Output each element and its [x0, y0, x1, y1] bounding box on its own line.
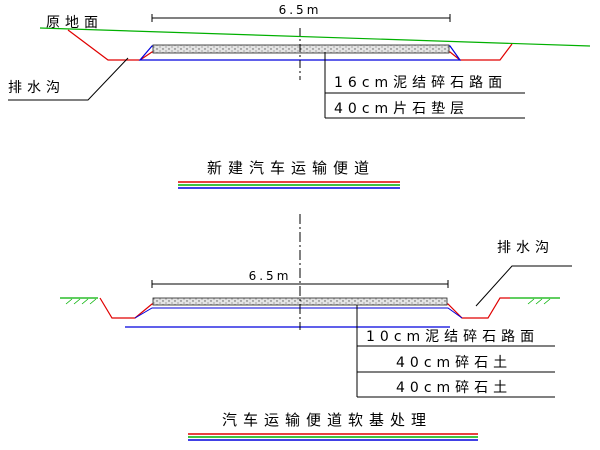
ground-hatch-2	[65, 298, 551, 305]
layer-label-surface-1: 16cm泥结碎石路面	[334, 75, 507, 91]
layer-label-gravel-soil-1: 40cm碎石土	[396, 355, 512, 371]
ditch-label-1: 排水沟	[8, 80, 65, 96]
diagram-1-new-road-section: 6.5m 原地面 排水沟 16cm泥结碎石路面 40cm片石垫层 新建汽车运输便…	[8, 3, 591, 189]
layer-label-surface-2: 10cm泥结碎石路面	[366, 329, 539, 345]
diagram-2-soft-foundation-section: 6.5m 排水沟 10cm泥结碎石路面 40cm碎石土 40cm碎石土 汽车运输…	[60, 214, 572, 441]
stone-base-layer-1	[138, 45, 462, 61]
ground-label: 原地面	[46, 15, 103, 31]
road-surface-layer-1	[152, 44, 450, 54]
ditch-label-2: 排水沟	[497, 240, 554, 256]
treatment-inner-outline	[134, 307, 463, 319]
layer-label-gravel-soil-2: 40cm碎石土	[396, 380, 512, 396]
width-label-1: 6.5m	[279, 3, 322, 17]
diagram-2-title: 汽车运输便道软基处理	[222, 411, 432, 429]
ditch-leader-1	[8, 57, 129, 101]
layer-label-base-1: 40cm片石垫层	[334, 101, 469, 117]
original-ground-line	[39, 27, 591, 47]
ditch-outline-2	[99, 297, 510, 319]
ditch-leader-2	[475, 265, 572, 307]
diagram-1-title: 新建汽车运输便道	[207, 159, 375, 177]
width-label-2: 6.5m	[249, 269, 292, 283]
